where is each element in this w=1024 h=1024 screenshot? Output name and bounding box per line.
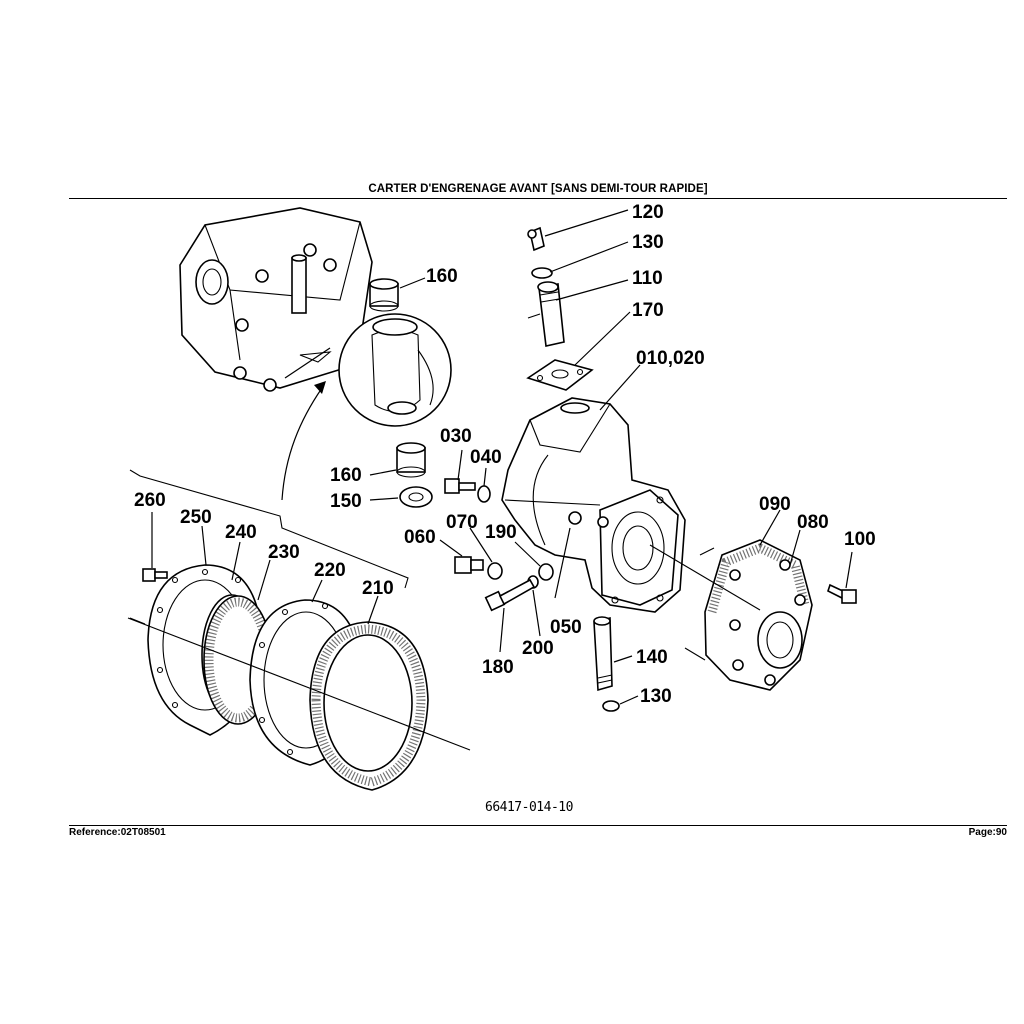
pointer-arrow — [281, 387, 323, 501]
callout-120: 120 — [632, 202, 664, 223]
part-010-front-gear-case — [501, 397, 686, 613]
footer-rule — [69, 825, 1007, 826]
callout-030: 030 — [440, 426, 472, 447]
callout-240: 240 — [225, 522, 257, 543]
callout-160-lower: 160 — [330, 465, 362, 486]
part-260-bolt — [142, 568, 168, 582]
callout-250: 250 — [180, 507, 212, 528]
part-100-bolt — [827, 583, 857, 604]
part-210-gasket — [309, 621, 429, 791]
extension-line — [129, 617, 146, 625]
part-160-bushing-top — [369, 278, 399, 312]
page-number: Page:90 — [968, 827, 1007, 838]
drawing-number: 66417-014-10 — [485, 800, 573, 815]
callout-080: 080 — [797, 512, 829, 533]
part-090-cover — [704, 539, 813, 691]
callout-100: 100 — [844, 529, 876, 550]
callout-150: 150 — [330, 491, 362, 512]
group-bracket — [129, 469, 409, 589]
magnified-bore-detail — [338, 313, 452, 427]
callout-140: 140 — [636, 647, 668, 668]
part-130-washer-top — [531, 267, 553, 279]
part-130-washer-lower — [602, 700, 620, 712]
callout-050: 050 — [550, 617, 582, 638]
callout-130-lower: 130 — [640, 686, 672, 707]
part-190-ring — [538, 563, 554, 581]
callout-110: 110 — [632, 268, 663, 289]
callout-130-top: 130 — [632, 232, 664, 253]
part-170-gasket — [526, 359, 594, 391]
extension-line-cover — [684, 647, 706, 661]
leader-lines — [151, 209, 853, 705]
callout-200: 200 — [522, 638, 554, 659]
part-140-pin — [593, 616, 613, 692]
centre-axis-cover — [649, 544, 761, 611]
callout-260: 260 — [134, 490, 166, 511]
centre-axis-rings — [127, 617, 471, 751]
part-180-bolt — [484, 578, 536, 612]
callout-070: 070 — [446, 512, 478, 533]
arrow-head-icon — [314, 381, 326, 394]
part-110-pin — [537, 281, 565, 347]
header-rule — [69, 198, 1007, 199]
callout-230: 230 — [268, 542, 300, 563]
reference-text: Reference:02T08501 — [69, 827, 166, 838]
part-070-washer — [487, 562, 503, 580]
callout-220: 220 — [314, 560, 346, 581]
part-150-seal — [399, 486, 433, 508]
housing-detail-inset — [179, 207, 373, 392]
callout-010-020: 010,020 — [636, 348, 705, 369]
callout-040: 040 — [470, 447, 502, 468]
callout-160-top: 160 — [426, 266, 458, 287]
callout-210: 210 — [362, 578, 394, 599]
part-160-bushing-lower — [396, 442, 426, 478]
part-120-grease-nipple — [527, 226, 545, 252]
extension-line-pin — [527, 313, 541, 319]
part-060-plug — [454, 556, 484, 574]
callout-190: 190 — [485, 522, 517, 543]
callout-090: 090 — [759, 494, 791, 515]
callout-060: 060 — [404, 527, 436, 548]
extension-line-cover-2 — [699, 547, 715, 556]
part-030-bolt — [444, 478, 476, 494]
page-title: CARTER D'ENGRENAGE AVANT [SANS DEMI-TOUR… — [368, 183, 708, 195]
part-040-nut — [477, 485, 491, 503]
callout-180: 180 — [482, 657, 514, 678]
callout-170: 170 — [632, 300, 664, 321]
